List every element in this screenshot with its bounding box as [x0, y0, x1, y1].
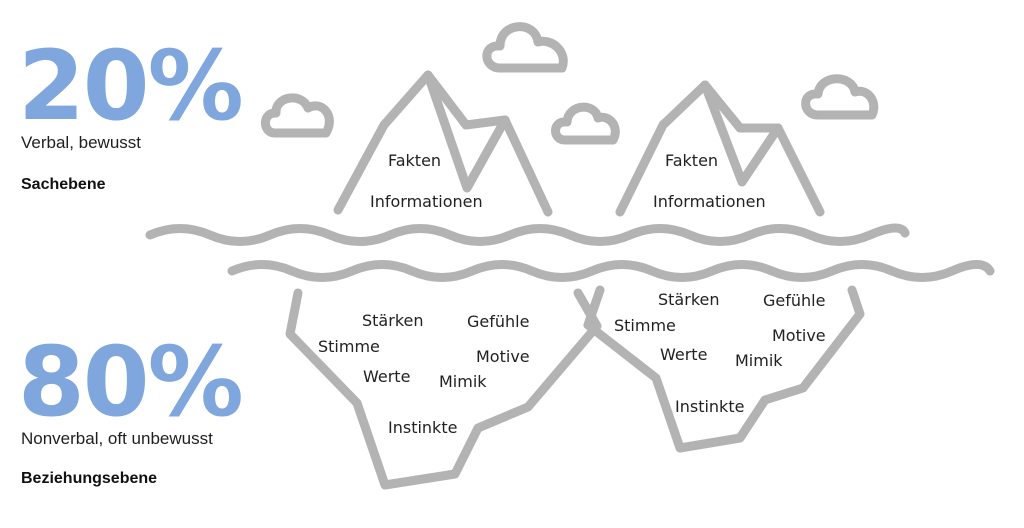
word-motive: Motive: [772, 326, 826, 345]
percent-top: 20%: [18, 30, 244, 142]
word-staerken: Stärken: [658, 290, 720, 309]
cloud-icon: [482, 22, 568, 73]
mountain-peak-icon: [615, 80, 825, 217]
mountain-peak-icon: [700, 80, 783, 187]
word-stimme: Stimme: [318, 337, 380, 356]
word-mimik: Mimik: [439, 372, 487, 391]
word-motive: Motive: [476, 347, 530, 366]
sachebene-label: Sachebene: [21, 176, 106, 193]
mountain-peak-icon: [423, 70, 510, 193]
water-wave-icon: [227, 260, 995, 282]
word-staerken: Stärken: [362, 311, 424, 330]
word-informationen: Informationen: [653, 192, 766, 211]
word-mimik: Mimik: [735, 351, 783, 370]
percent-bottom: 80%: [18, 326, 244, 438]
cloud-icon: [801, 74, 879, 120]
word-fakten: Fakten: [388, 151, 441, 170]
word-gefuehle: Gefühle: [467, 312, 529, 331]
word-informationen: Informationen: [370, 192, 483, 211]
word-instinkte: Instinkte: [675, 397, 744, 416]
beziehungsebene-label: Beziehungsebene: [21, 470, 158, 487]
cloud-icon: [260, 93, 334, 138]
nonverbal-label: Nonverbal, oft unbewusst: [21, 429, 213, 448]
word-fakten: Fakten: [665, 151, 718, 170]
verbal-label: Verbal, bewusst: [21, 133, 142, 152]
water-wave-icon: [145, 223, 910, 246]
mountain-peak-icon: [333, 70, 553, 217]
word-gefuehle: Gefühle: [763, 291, 825, 310]
word-werte: Werte: [660, 345, 707, 364]
cloud-icon: [551, 102, 620, 145]
word-stimme: Stimme: [614, 316, 676, 335]
iceberg-base-icon: [285, 288, 602, 490]
word-werte: Werte: [363, 367, 410, 386]
iceberg-base-icon: [583, 285, 865, 453]
word-instinkte: Instinkte: [388, 418, 457, 437]
